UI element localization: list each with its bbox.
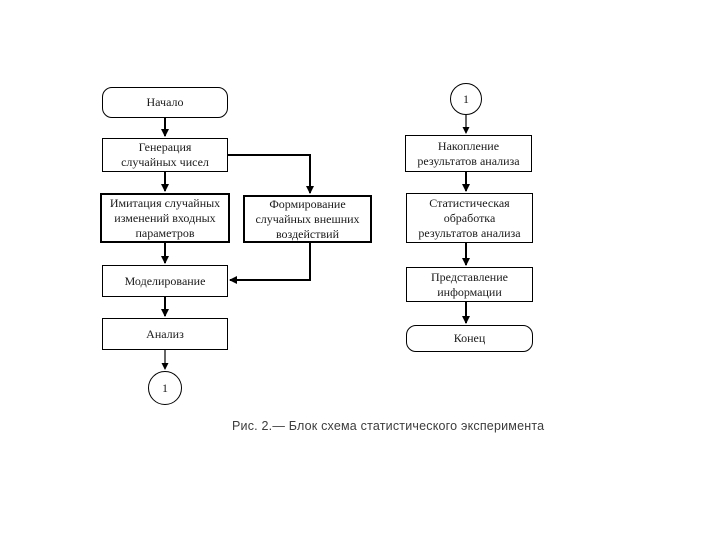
node-analysis: Анализ [102,318,228,350]
node-formation: Формирование случайных внешних воздейств… [243,195,372,243]
node-end: Конец [406,325,533,352]
node-connector-left: 1 [148,371,182,405]
node-generation-line2: случайных чисел [121,155,209,169]
node-statistics-line1: Статистическая [429,195,510,210]
node-imitation-line2: изменений входных [114,210,216,225]
node-formation-line3: воздействий [275,226,340,241]
node-generation: Генерация случайных чисел [102,138,228,172]
node-connector-right-label: 1 [463,91,469,106]
edge-generation-formation [228,154,314,194]
node-imitation-line1: Имитация случайных [109,195,221,210]
node-presentation: Представление информации [406,267,533,302]
node-presentation-line1: Представление [431,269,508,284]
node-statistics: Статистическая обработка результатов ана… [406,193,533,243]
node-formation-line2: случайных внешних [255,211,360,226]
node-imitation: Имитация случайных изменений входных пар… [100,193,230,243]
node-connector-left-label: 1 [162,380,168,395]
node-formation-line1: Формирование [269,196,346,211]
node-analysis-label: Анализ [146,326,184,341]
figure-caption: Рис. 2.— Блок схема статистического эксп… [232,419,545,433]
node-statistics-line2: обработка [443,210,496,225]
node-generation-line1: Генерация [138,140,192,154]
node-end-label: Конец [453,331,486,345]
node-modeling-label: Моделирование [124,273,206,288]
node-statistics-line3: результатов анализа [418,225,521,240]
node-start: Начало [102,87,228,118]
node-accumulation-line2: результатов анализа [417,153,520,168]
node-presentation-line2: информации [437,284,502,299]
node-modeling: Моделирование [102,265,228,297]
node-accumulation: Накопление результатов анализа [405,135,532,172]
node-imitation-line3: параметров [135,225,195,240]
node-start-label: Начало [146,95,184,109]
edge-formation-modeling [229,243,311,284]
node-connector-right: 1 [450,83,482,115]
node-accumulation-line1: Накопление [437,138,500,153]
